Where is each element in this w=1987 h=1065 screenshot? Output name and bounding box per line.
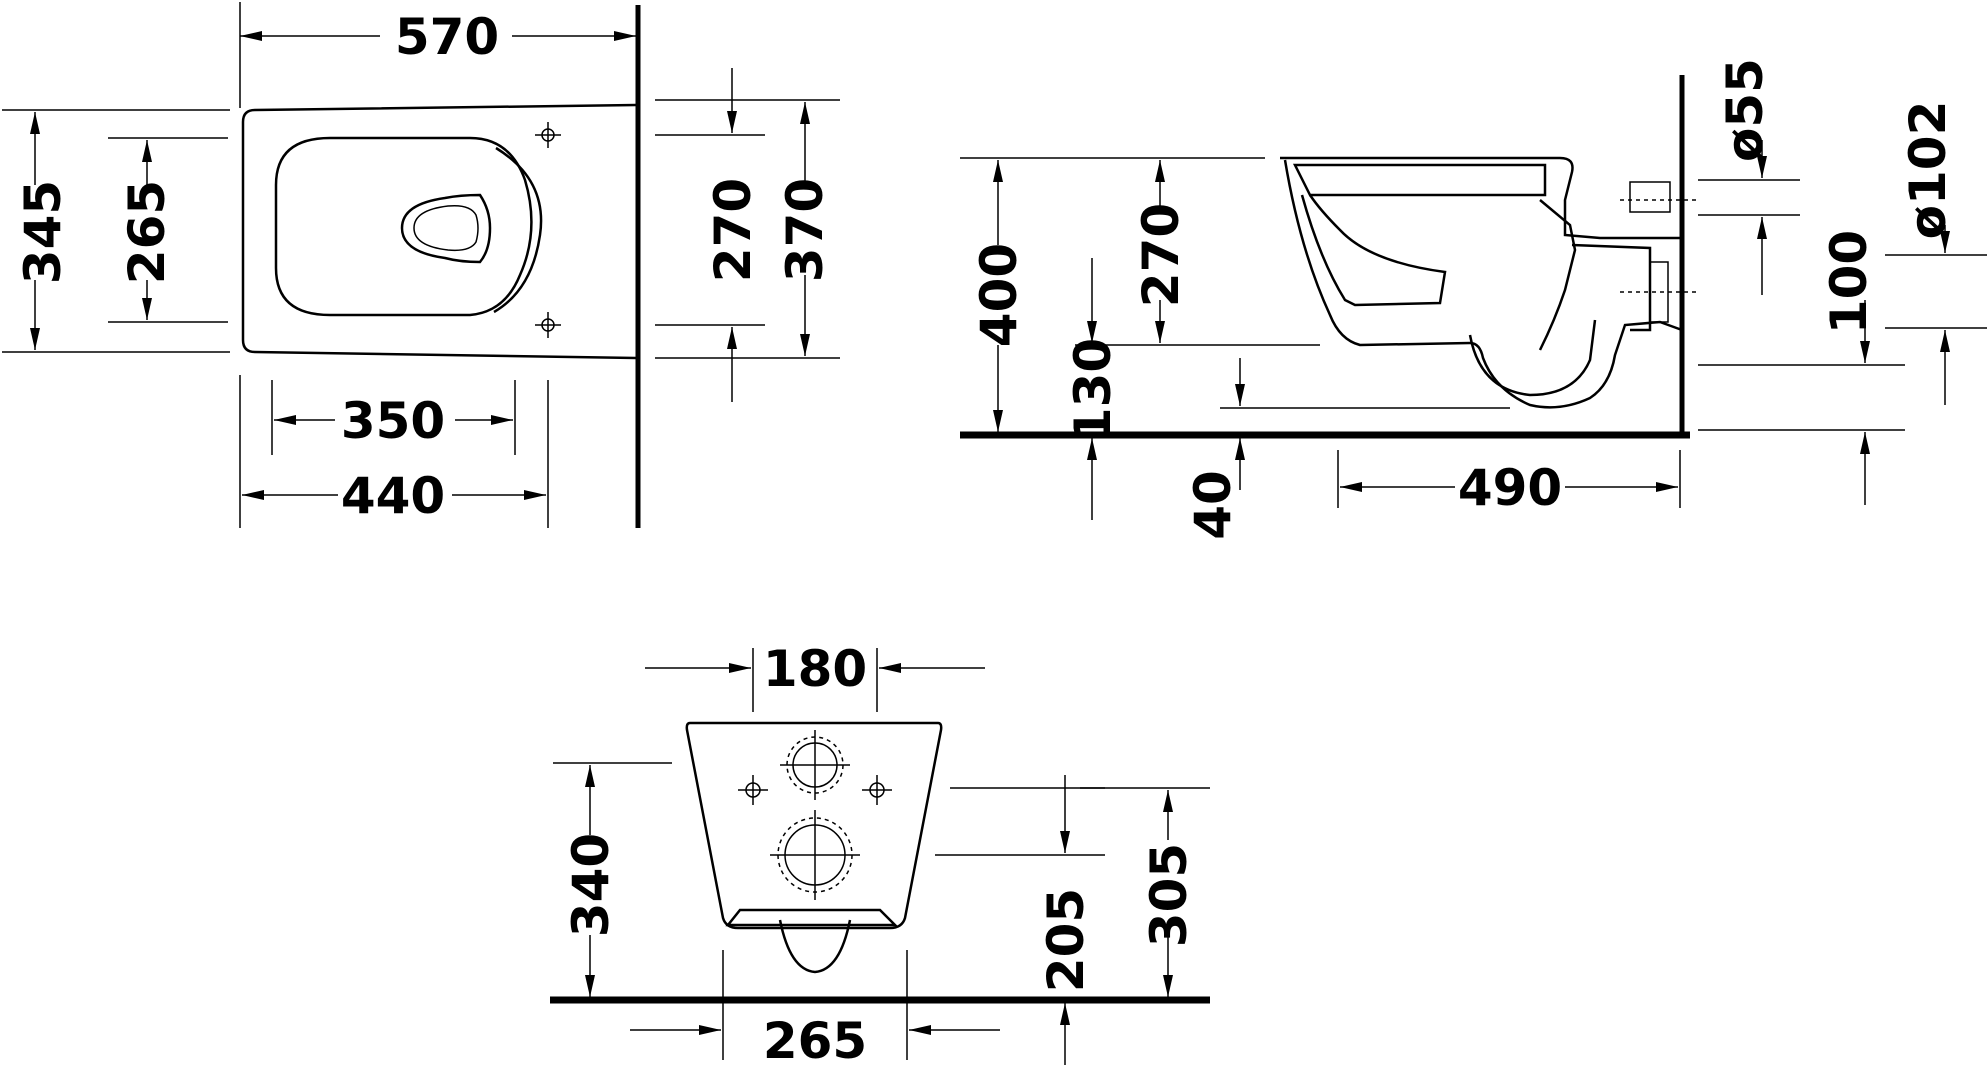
rear-view-outlet — [770, 810, 860, 900]
side-view: 400 270 130 40 — [960, 58, 1987, 540]
top-view-fixing-hole-upper — [535, 122, 561, 148]
dim-label-490: 490 — [1458, 459, 1562, 517]
rear-view: 180 340 205 305 — [550, 640, 1210, 1065]
dim-inner-length: 350 — [271, 380, 516, 455]
rear-view-fixing-right — [862, 775, 892, 805]
dim-inlet-height-rear: 305 — [1080, 787, 1210, 997]
rear-view-inlet — [780, 730, 850, 800]
top-view-seat-outline — [274, 136, 533, 317]
side-view-inner-trap — [1300, 194, 1447, 307]
top-view-flush-inner — [413, 204, 479, 252]
rear-view-foot — [778, 919, 852, 974]
dim-label-270-side: 270 — [1132, 203, 1190, 307]
dim-projection: 490 — [1337, 450, 1681, 517]
top-view-seat-hinge — [493, 146, 543, 314]
dim-fixing-spacing: 270 — [655, 68, 765, 402]
dim-label-370: 370 — [776, 178, 834, 282]
dim-outlet-diameter: ø102 — [1885, 101, 1987, 405]
dim-outlet-height: 130 — [1064, 258, 1122, 520]
dim-fixing-height: 340 — [553, 762, 672, 997]
dim-label-270-top: 270 — [704, 178, 762, 282]
dim-label-100: 100 — [1820, 230, 1878, 334]
dim-outlet-height-rear: 205 — [935, 775, 1105, 1065]
dim-label-570: 570 — [395, 8, 499, 66]
dim-floor-gap: 40 — [1184, 358, 1510, 540]
side-view-rim — [1283, 159, 1683, 409]
dim-label-40: 40 — [1184, 470, 1242, 540]
dim-label-400: 400 — [970, 243, 1028, 347]
dim-label-130: 130 — [1064, 338, 1122, 442]
dim-bowl-length: 440 — [239, 375, 549, 528]
dim-label-180: 180 — [763, 640, 867, 698]
dim-inlet-diameter: ø55 — [1698, 58, 1800, 295]
dim-total-length: 570 — [239, 2, 636, 108]
side-view-siphon — [1468, 199, 1597, 397]
top-view-fixing-hole-lower — [535, 312, 561, 338]
dim-label-205: 205 — [1037, 888, 1095, 992]
rear-view-base — [725, 908, 899, 927]
dim-label-305: 305 — [1140, 843, 1198, 947]
dim-seat-width: 265 — [108, 137, 228, 323]
dim-label-265-rear: 265 — [763, 1012, 867, 1065]
rear-view-fixing-left — [738, 775, 768, 805]
dim-pipe-spacing: 100 — [1698, 230, 1905, 505]
dim-height: 400 — [960, 157, 1265, 432]
dim-label-265-top: 265 — [118, 180, 176, 284]
dim-label-350: 350 — [341, 392, 445, 450]
top-view-bowl-outline — [241, 103, 639, 360]
rear-view-back-outline — [685, 721, 943, 930]
top-view-flush-opening — [400, 193, 492, 264]
dim-label-o102: ø102 — [1899, 101, 1957, 240]
dim-inlet-spacing: 180 — [645, 640, 985, 712]
side-view-inlet-pipe — [1629, 181, 1671, 213]
top-view: 570 345 265 — [2, 2, 840, 528]
dim-rim-height: 270 — [1075, 160, 1320, 346]
dim-label-440: 440 — [341, 467, 445, 525]
dim-label-o55: ø55 — [1716, 58, 1774, 162]
dim-bolt-spacing: 265 — [630, 950, 1000, 1065]
dim-label-340: 340 — [562, 833, 620, 937]
dim-total-width: 345 — [2, 109, 230, 353]
dim-outer-spacing: 370 — [655, 99, 840, 359]
dim-label-345: 345 — [14, 180, 72, 284]
side-view-outlet — [1571, 243, 1652, 332]
side-view-seat — [1292, 163, 1547, 197]
side-view-bowl-outer — [1280, 156, 1680, 240]
